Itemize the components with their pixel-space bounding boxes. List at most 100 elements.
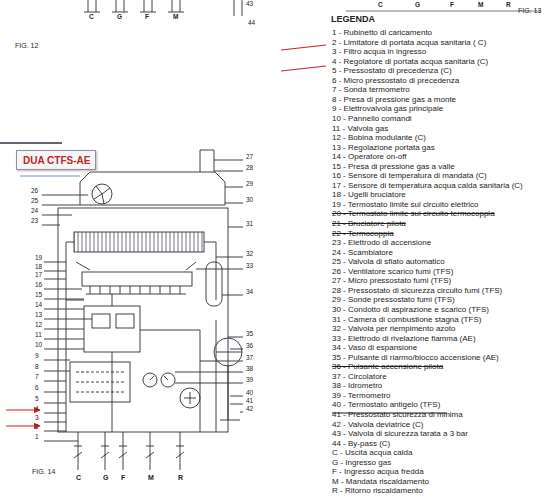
legend-entry: C - Uscita acqua calda <box>332 448 412 457</box>
legend-text: 26 - Ventilatore scarico fumi (TFS) <box>332 267 453 276</box>
callout-number: 12 <box>35 322 42 329</box>
legend-entry: 10 - Pannello comandi <box>332 114 412 123</box>
legend-entry: 35 - Pulsante di riarmo/blocco accension… <box>332 353 499 362</box>
legend-entry: 25 - Valvola di sfiato automatico <box>332 257 445 266</box>
legend-entry: 41 - Pressostato sicurezza di minima <box>332 410 463 419</box>
callout-number: 44 <box>248 20 255 27</box>
legend-entry: 36 - Pulsante accensione pilota <box>332 362 443 371</box>
legend-entry: 16 - Sensore di temperatura di mandata (… <box>332 171 487 180</box>
callout-number: 30 <box>246 197 253 204</box>
legend-text: 15 - Presa di pressione gas a valle <box>332 162 455 171</box>
legend-entry: 4 - Regolatore di portata acqua sanitari… <box>332 57 488 66</box>
callout-number: C <box>89 14 94 21</box>
legend-text: 12 - Bobina modulante (C) <box>332 133 426 142</box>
callout-number: M <box>148 474 154 481</box>
callout-number: 31 <box>246 221 253 228</box>
callout-number: F <box>450 2 454 9</box>
legend-entry: 43 - Valvola di sicurezza tarata a 3 bar <box>332 429 468 438</box>
callout-number: 41 <box>246 398 253 405</box>
legend-entry: 12 - Bobina modulante (C) <box>332 133 426 142</box>
callout-number: C <box>76 474 81 481</box>
legend-text: R - Ritorno riscaldamento <box>332 486 423 495</box>
legend-text: 31 - Camera di combustione stagna (TFS) <box>332 315 481 324</box>
legend-text: 40 - Termostato antigelo (TFS) <box>332 400 440 409</box>
callout-number: 13 <box>35 312 42 319</box>
legend-entry: 40 - Termostato antigelo (TFS) <box>332 400 440 409</box>
callout-number: 9 <box>35 353 39 360</box>
legend-text: 5 - Pressostato di precedenza (C) <box>332 66 452 75</box>
callout-number: C <box>378 2 383 9</box>
legend-entry: 22 - Termocoppia <box>332 229 394 238</box>
callout-number: 14 <box>35 302 42 309</box>
callout-number: M <box>173 14 178 21</box>
callout-number: 28 <box>246 165 253 172</box>
legend-entry: 30 - Condotto di aspirazione e scarico (… <box>332 305 489 314</box>
figure-label: FIG. 13 <box>518 7 541 14</box>
legend-entry: 31 - Camera di combustione stagna (TFS) <box>332 315 481 324</box>
callout-number: G <box>103 474 108 481</box>
legend-text: 22 - Termocoppia <box>332 229 394 238</box>
schematic-lines <box>42 0 243 470</box>
rule <box>346 11 541 12</box>
legend-text: 34 - Vaso di espansione <box>332 343 417 352</box>
legend-text: 19 - Termostato limite sul circuito elet… <box>332 200 479 209</box>
callout-number: 26 <box>31 188 38 195</box>
legend-text: 11 - Valvola gas <box>332 124 388 133</box>
legend-text: 38 - Idrometro <box>332 381 382 390</box>
legend-text: 32 - Valvola per riempimento azoto <box>332 324 455 333</box>
callout-number: 7 <box>35 374 39 381</box>
legend-entry: 17 - Sensore di temperatura acqua calda … <box>332 181 523 190</box>
legend-text: 10 - Pannello comandi <box>332 114 412 123</box>
legend-entry: 32 - Valvola per riempimento azoto <box>332 324 455 333</box>
legend-text: 36 - Pulsante accensione pilota <box>332 362 443 371</box>
legend-entry: 33 - Elettrodo di rivelazione fiamma (AE… <box>332 334 476 343</box>
callout-number: 2 <box>35 424 39 431</box>
callout-number: 35 <box>246 331 253 338</box>
legend-text: 27 - Micro pressostato fumi (TFS) <box>332 276 451 285</box>
legend-text: 9 - Elettrovalvola gas principale <box>332 104 443 113</box>
legend-text: 30 - Condotto di aspirazione e scarico (… <box>332 305 489 314</box>
callout-number: 33 <box>246 263 253 270</box>
callout-number: R <box>506 2 511 9</box>
legend-text: 7 - Sonda termometro <box>332 85 410 94</box>
callout-number: 17 <box>35 272 42 279</box>
legend-entry: 24 - Scambiatore <box>332 248 393 257</box>
legend-text: 2 - Limitatore di portata acqua sanitari… <box>332 38 486 47</box>
model-name: DUA CTFS-AE <box>23 156 89 166</box>
legend-entry: 21 - Bruciatore pilota <box>332 219 406 228</box>
legend-entry: 5 - Pressostato di precedenza (C) <box>332 66 452 75</box>
callout-number: 5 <box>35 396 39 403</box>
callout-number: 18 <box>35 264 42 271</box>
legend-text: 8 - Presa di pressione gas a monte <box>332 95 456 104</box>
legend-entry: 27 - Micro pressostato fumi (TFS) <box>332 276 451 285</box>
callout-number: 36 <box>246 343 253 350</box>
legend-entry: 20 - Termostato limite sul circuito term… <box>332 209 495 218</box>
legend-entry: 7 - Sonda termometro <box>332 85 410 94</box>
model-box: DUA CTFS-AE <box>16 150 96 170</box>
legend-entry: 23 - Elettrodo di accensione <box>332 238 431 247</box>
legend-text: 24 - Scambiatore <box>332 248 393 257</box>
legend-text: 1 - Rubinetto di caricamento <box>332 28 432 37</box>
legend-entry: G - Ingresso gas <box>332 458 391 467</box>
callout-number: 6 <box>35 385 39 392</box>
callout-number: 1 <box>35 434 39 441</box>
callout-number: 11 <box>35 332 42 339</box>
legend-entry: 34 - Vaso di espansione <box>332 343 417 352</box>
legend-entry: 42 - Valvola deviatrice (C) <box>332 420 423 429</box>
legend-entry: M - Mandata riscaldamento <box>332 477 429 486</box>
figure-label: FIG. 14 <box>32 468 55 475</box>
red-arrow <box>6 425 40 426</box>
legend-entry: 1 - Rubinetto di caricamento <box>332 28 432 37</box>
legend-entry: 11 - Valvola gas <box>332 124 388 133</box>
legend-text: 23 - Elettrodo di accensione <box>332 238 431 247</box>
red-underline <box>281 45 326 50</box>
legend-entry: 6 - Micro pressostato di precedenza <box>332 76 459 85</box>
callout-number: 25 <box>31 198 38 205</box>
legend-entry: 8 - Presa di pressione gas a monte <box>332 95 456 104</box>
callout-number: 39 <box>246 377 253 384</box>
callout-number: 42 <box>246 406 253 413</box>
legend-text: G - Ingresso gas <box>332 458 391 467</box>
red-underline <box>281 66 326 71</box>
legend-text: 33 - Elettrodo di rivelazione fiamma (AE… <box>332 334 476 343</box>
